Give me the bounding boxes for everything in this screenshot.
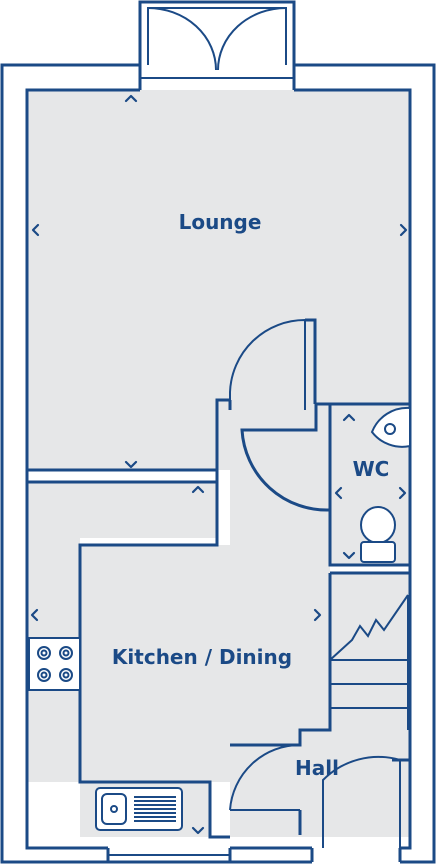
basin-shape	[370, 406, 411, 448]
chevron-down-icon	[191, 826, 205, 835]
stairs-walls	[230, 571, 410, 747]
chevron-right-icon	[313, 608, 322, 622]
dimension-markers	[30, 94, 408, 835]
chevron-down-icon	[342, 551, 356, 560]
kitchen-upper-floor	[27, 482, 217, 538]
hob-ring-2	[59, 646, 73, 660]
room-label-wc: WC	[353, 457, 390, 481]
hob	[28, 637, 81, 691]
hob-unit	[28, 637, 81, 691]
wc-basin	[370, 406, 411, 448]
patio-door-swing-left	[147, 7, 217, 71]
staircase	[329, 594, 409, 730]
toilet-bowl	[360, 506, 396, 544]
inner-wall-right	[294, 88, 412, 850]
patio-door-frame-inner	[147, 7, 287, 65]
sink-drainer	[134, 796, 176, 822]
bottom-wall-mid	[230, 846, 312, 864]
chevron-left-icon	[334, 486, 343, 500]
front-door[interactable]	[229, 743, 412, 848]
kitchen-window	[106, 848, 232, 864]
chevron-left-icon	[30, 608, 39, 622]
chevron-left-icon	[31, 223, 40, 237]
outer-wall-left	[0, 63, 140, 864]
front-door-leaf	[392, 758, 412, 848]
hob-ring-3	[37, 668, 51, 682]
kitchen-door-leaf	[305, 318, 317, 404]
hall-floor	[230, 730, 410, 837]
hob-ring-2-inner	[62, 649, 70, 657]
stair-break-line	[329, 594, 409, 661]
hob-ring-4-inner	[62, 671, 70, 679]
stairs-floor	[330, 573, 410, 730]
wc-toilet	[360, 506, 396, 563]
chevron-down-icon	[124, 460, 138, 469]
hob-ring-1	[37, 646, 51, 660]
sink-bowl	[101, 793, 127, 825]
floor-fills	[27, 90, 410, 837]
hob-ring-4	[59, 668, 73, 682]
outer-wall-right	[294, 63, 436, 864]
chevron-right-icon	[398, 486, 407, 500]
hob-ring-3-inner	[40, 671, 48, 679]
wc-walls	[315, 402, 410, 567]
patio-doors[interactable]	[138, 0, 296, 79]
sink-drain	[110, 805, 118, 813]
chevron-right-icon	[399, 223, 408, 237]
room-label-hall: Hall	[295, 756, 339, 780]
wc-door-swing	[240, 404, 331, 512]
kitchen-door-swing	[229, 318, 306, 410]
chevron-up-icon	[191, 485, 205, 494]
toilet-cistern	[360, 541, 396, 563]
kitchen-sink	[95, 787, 183, 831]
room-label-lounge: Lounge	[179, 210, 262, 234]
room-label-kitchen-dining: Kitchen / Dining	[112, 645, 292, 669]
patio-door-frame	[138, 0, 296, 65]
kitchen-passage-floor	[230, 400, 330, 545]
hob-ring-1-inner	[40, 649, 48, 657]
chevron-up-icon	[342, 413, 356, 422]
basin-drain	[384, 423, 396, 435]
chevron-up-icon	[124, 94, 138, 103]
patio-door-swing-right	[217, 7, 287, 71]
hall-cupboard-door-swing	[229, 743, 301, 811]
